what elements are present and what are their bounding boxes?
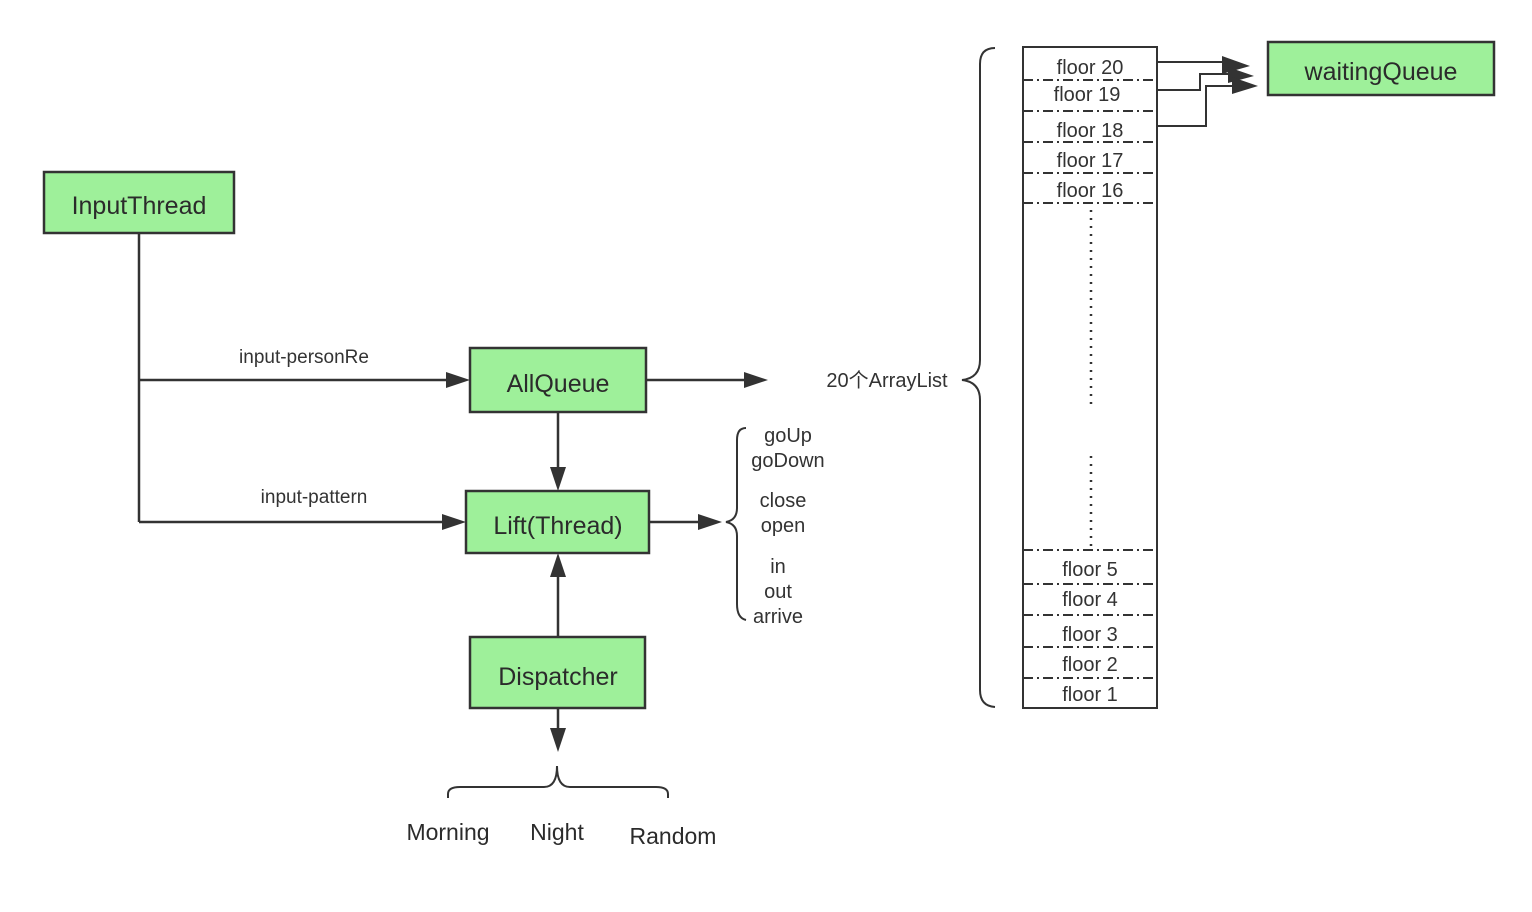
floor-18-waiting-connector (1157, 85, 1236, 127)
lift-action-go-down: goDown (751, 450, 824, 472)
edge-allqueue-arraylist-arrowhead (744, 372, 768, 388)
array-list-label: 20个ArrayList (826, 369, 948, 392)
node-dispatcher-box (468, 635, 647, 710)
floors-array-box (1022, 46, 1158, 709)
node-input-thread-label: InputThread (72, 192, 207, 220)
lift-action-out: out (764, 581, 792, 603)
node-waiting-queue-label: waitingQueue (1304, 58, 1458, 86)
edge-allqueue-lift-arrowhead (550, 467, 566, 491)
edge-label-input-pattern: input-pattern (261, 487, 368, 508)
lift-action-close: close (760, 490, 807, 512)
mode-night: Night (530, 819, 584, 845)
lift-action-go-up: goUp (764, 425, 812, 447)
node-waiting-queue-box (1266, 40, 1496, 97)
floor-label-17: floor 17 (1057, 150, 1124, 172)
floor-label-20: floor 20 (1057, 57, 1124, 79)
arraylist-brace (961, 47, 996, 708)
edge-input-pattern-arrowhead (442, 514, 466, 530)
floor-label-1: floor 1 (1062, 684, 1118, 706)
mode-morning: Morning (406, 819, 489, 845)
modes-brace (447, 765, 669, 798)
node-dispatcher-label: Dispatcher (498, 663, 618, 691)
floor-label-5: floor 5 (1062, 559, 1118, 581)
edge-input-person-arrowhead (446, 372, 470, 388)
node-all-queue-label: AllQueue (507, 370, 610, 398)
floor-19-waiting-connector (1157, 73, 1232, 91)
floor-label-16: floor 16 (1057, 180, 1124, 202)
lift-actions-brace (725, 427, 747, 621)
node-lift-label: Lift(Thread) (493, 512, 622, 540)
floor-label-2: floor 2 (1062, 654, 1118, 676)
floor-label-19: floor 19 (1054, 84, 1121, 106)
edge-dispatcher-lift-arrowhead (550, 553, 566, 577)
mode-random: Random (630, 823, 717, 849)
floor-label-3: floor 3 (1062, 624, 1118, 646)
edge-label-input-person: input-personRe (239, 347, 369, 368)
lift-action-in: in (770, 556, 786, 578)
node-lift-box (464, 489, 651, 555)
edge-lift-actions-arrowhead (698, 514, 722, 530)
floor-18-waiting-arrowhead (1232, 77, 1258, 94)
edge-dispatcher-modes-arrowhead (550, 728, 566, 752)
node-all-queue-box (468, 346, 648, 414)
floor-label-4: floor 4 (1062, 589, 1118, 611)
lift-action-arrive: arrive (753, 606, 803, 628)
floor-label-18: floor 18 (1057, 120, 1124, 142)
node-input-thread-box (42, 170, 236, 235)
lift-action-open: open (761, 515, 806, 537)
